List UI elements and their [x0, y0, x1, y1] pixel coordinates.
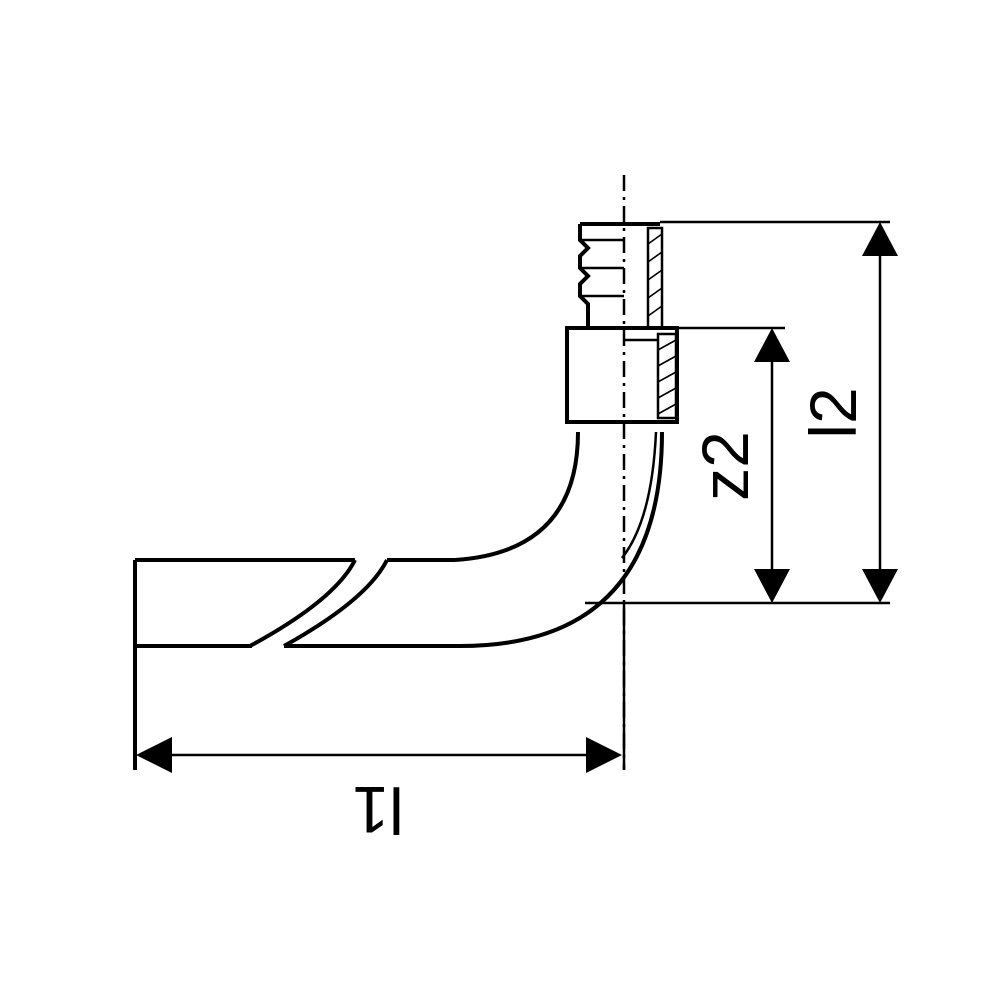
dimension-label-l1: l1 [352, 773, 403, 847]
dimension-label-z2: z2 [688, 431, 762, 501]
dimension-l2: l2 [796, 222, 898, 603]
barbed-insert [578, 222, 664, 342]
extension-lines [585, 220, 890, 770]
dimension-z2: z2 [688, 328, 790, 603]
dimension-label-l2: l2 [796, 387, 870, 438]
pipe-elbow [133, 431, 664, 770]
sleeve-nut [565, 326, 679, 424]
dimension-l1: l1 [136, 737, 622, 847]
